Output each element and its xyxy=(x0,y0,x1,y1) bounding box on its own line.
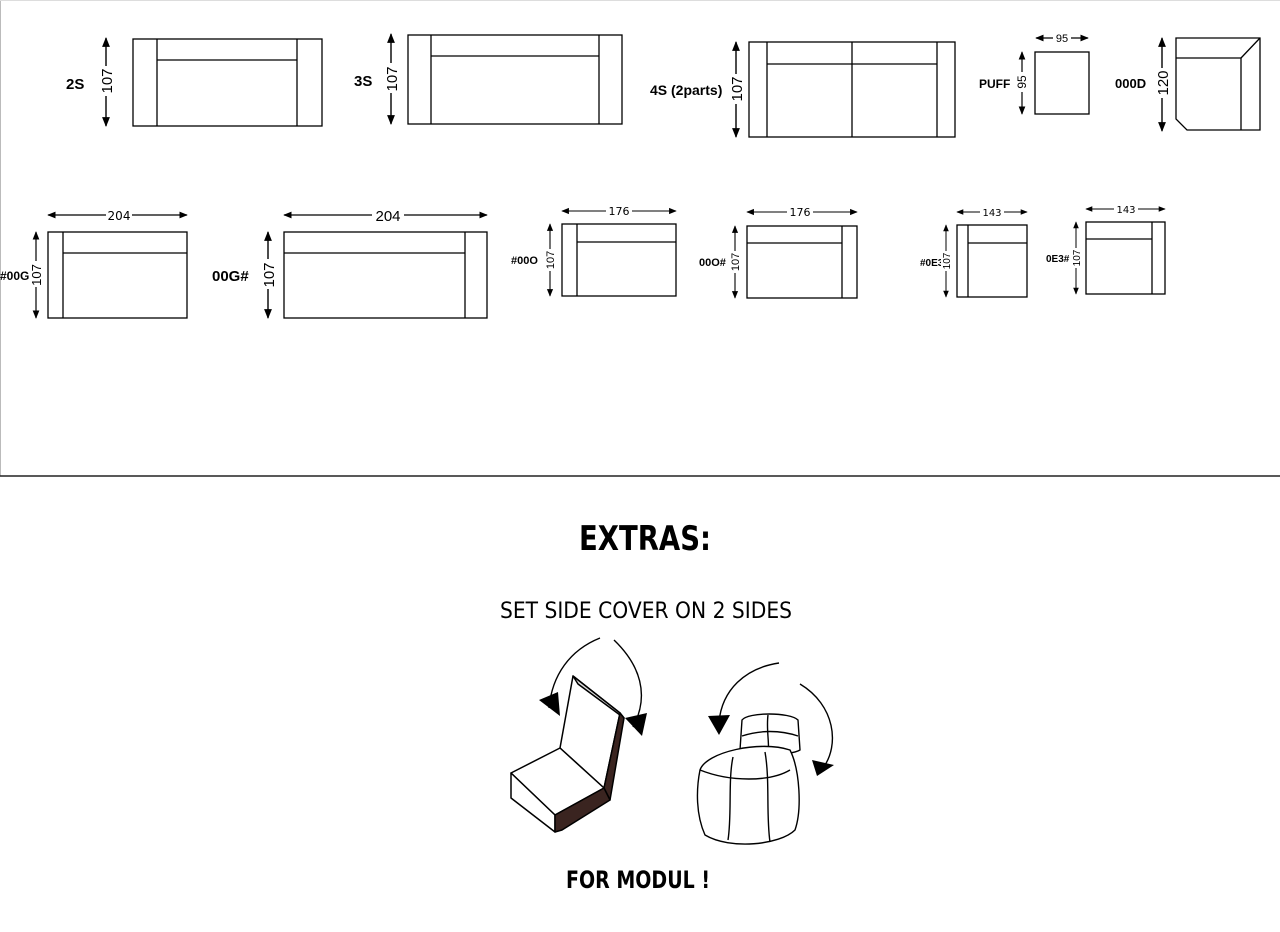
module-0e3-right-height: 107 xyxy=(1072,249,1083,266)
extras-footer: FOR MODUL ! xyxy=(566,866,710,894)
module-00o-right-width: 176 xyxy=(790,206,811,219)
rotate-arrow-right2-curve xyxy=(799,683,834,769)
module-2s-shape xyxy=(132,38,323,127)
module-3s-label: 3S xyxy=(354,73,372,90)
module-4s-height: 107 xyxy=(729,76,746,101)
dim-gap xyxy=(98,66,114,96)
module-000d: 000D 120 xyxy=(1115,37,1261,132)
rotate-arrow-left2-curve xyxy=(718,662,780,723)
module-3s-height: 107 xyxy=(384,66,401,91)
module-000d-shape xyxy=(1175,37,1261,131)
module-0e3-left-width: 143 xyxy=(982,208,1001,219)
extras-subtitle: SET SIDE COVER ON 2 SIDES xyxy=(500,599,792,624)
module-0e3-right-shape xyxy=(1085,221,1166,295)
module-puff-shape xyxy=(1034,51,1090,115)
module-00g-left-label: #00G xyxy=(0,269,29,283)
puff-seat xyxy=(696,745,800,845)
module-4s: 4S (2parts) 107 xyxy=(650,41,956,138)
module-00o-left: 176 #00O 107 xyxy=(511,204,677,297)
module-puff-label: PUFF xyxy=(979,77,1010,91)
extras-title: EXTRAS: xyxy=(579,519,711,559)
side-cover-illustration-left xyxy=(510,637,647,833)
module-2s-height: 107 xyxy=(99,68,116,93)
module-puff-width: 95 xyxy=(1056,33,1068,45)
module-00o-left-label: #00O xyxy=(511,255,538,267)
module-00g-left: 204 #00G 107 xyxy=(0,208,188,319)
module-00g-right-shape xyxy=(283,231,488,319)
module-4s-label: 4S (2parts) xyxy=(650,82,722,98)
module-000d-height: 120 xyxy=(1155,70,1172,95)
module-00o-right-height: 107 xyxy=(730,253,742,271)
module-0e3-left: 143 #0E3 107 xyxy=(920,205,1028,298)
module-00o-left-height: 107 xyxy=(545,251,557,269)
module-puff: PUFF 95 95 xyxy=(979,31,1090,115)
side-cover-illustration-right xyxy=(696,662,834,845)
module-0e3-right-label: 0E3# xyxy=(1046,254,1070,265)
module-00o-right-shape xyxy=(746,225,858,299)
module-0e3-right-width: 143 xyxy=(1116,205,1135,216)
module-2s: 2S 107 xyxy=(66,37,323,127)
module-00g-left-shape xyxy=(47,231,188,319)
module-00o-right-label: 00O# xyxy=(699,257,726,269)
module-00g-right-label: 00G# xyxy=(212,268,249,285)
module-00o-right: 176 00O# 107 xyxy=(699,205,858,299)
module-00g-right-height: 107 xyxy=(261,262,278,287)
module-puff-height: 95 xyxy=(1015,75,1029,89)
module-3s: 3S 107 xyxy=(354,33,623,125)
module-00g-right-width: 204 xyxy=(375,208,400,225)
module-0e3-left-shape xyxy=(956,224,1028,298)
module-0e3-left-height: 107 xyxy=(942,252,953,269)
module-3s-shape xyxy=(407,34,623,125)
module-00g-right: 204 00G# 107 xyxy=(212,206,488,319)
module-0e3-left-label: #0E3 xyxy=(920,258,944,269)
module-00o-left-width: 176 xyxy=(609,205,630,218)
module-00o-left-shape xyxy=(561,223,677,297)
module-00g-left-width: 204 xyxy=(108,209,131,223)
module-00g-left-height: 107 xyxy=(29,264,44,286)
module-0e3-right: 143 0E3# 107 xyxy=(1046,202,1166,295)
module-000d-label: 000D xyxy=(1115,76,1146,91)
module-2s-label: 2S xyxy=(66,76,84,93)
rotate-arrow-left-head xyxy=(539,692,560,716)
